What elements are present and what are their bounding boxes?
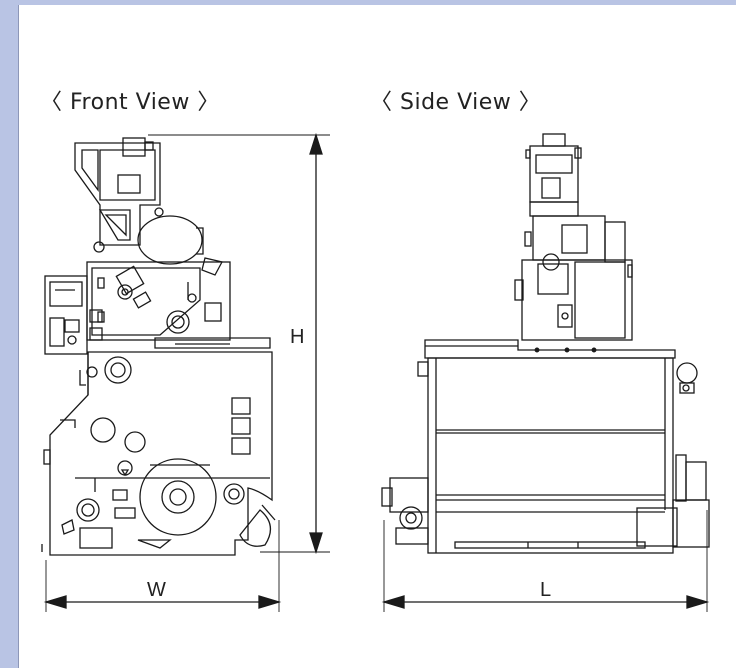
length-label: L [540, 579, 551, 601]
drawing-panel [18, 5, 736, 668]
front-view-machine [41, 137, 276, 556]
height-dimension [148, 132, 330, 555]
width-label: W [147, 579, 166, 601]
length-dimension [381, 510, 710, 612]
side-view-label: 〈 Side View 〉 [370, 90, 542, 115]
width-dimension [43, 520, 282, 612]
side-view-machine [381, 133, 710, 554]
front-view-label: 〈 Front View 〉 [40, 90, 220, 115]
height-label: H [290, 326, 304, 348]
